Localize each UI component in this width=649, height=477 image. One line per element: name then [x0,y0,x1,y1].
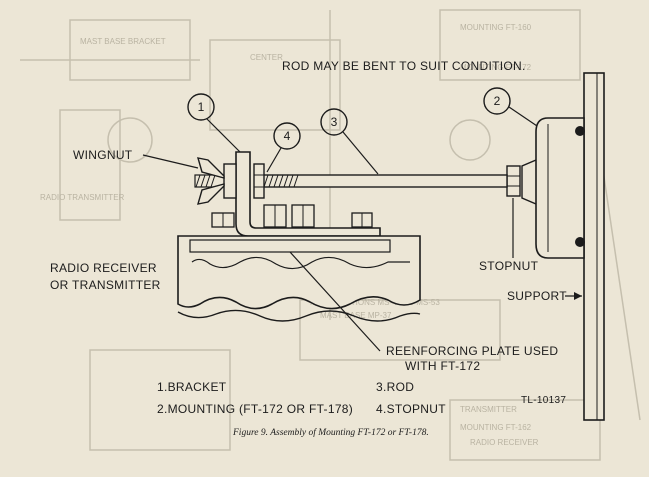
wingnut [197,157,237,205]
stopnut-label: STOPNUT [479,259,539,273]
callout-2: 2 [483,87,541,129]
stopnut-bracket [253,163,265,199]
ghost-text: MAST BASE MP-37 [320,311,392,320]
mounting-ft172 [521,117,585,259]
callout-4-number: 4 [284,129,291,143]
callout-3: 3 [320,108,379,175]
receiver-label-line2: OR TRANSMITTER [50,278,161,292]
bracket-bolts [211,204,373,228]
figure-caption: Figure 9. Assembly of Mounting FT-172 or… [232,427,429,438]
ghost-text: RADIO RECEIVER [470,438,539,447]
ghost-text: MAST SECTIONS MS-49 TO MS-53 [310,298,440,307]
rod-note: ROD MAY BE BENT TO SUIT CONDITION. [282,59,526,73]
plate-label-line2: WITH FT-172 [405,359,480,373]
ghost-text: MOUNTING FT-172 [460,63,532,72]
bracket [235,151,381,237]
legend-item-bracket: 1.BRACKET [157,380,227,394]
ghost-text: MOUNTING FT-162 [460,423,532,432]
callout-3-number: 3 [331,115,338,129]
legend-item-mounting: 2.MOUNTING (FT-172 OR FT-178) [157,402,353,416]
receiver-label-line1: RADIO RECEIVER [50,261,157,275]
support-wall [583,72,605,421]
plate-label-line1: REENFORCING PLATE USED [386,344,558,358]
ghost-text: RADIO TRANSMITTER [40,193,125,202]
stopnut-mount [506,165,521,197]
callout-2-number: 2 [494,94,501,108]
ghost-text: CENTER [250,53,283,62]
ghost-text: MOUNTING FT-160 [460,23,532,32]
callout-1: 1 [187,93,245,157]
legend-item-rod: 3.ROD [376,380,414,394]
parts-legend: 1.BRACKET 2.MOUNTING (FT-172 OR FT-178) … [157,380,446,416]
wingnut-label: WINGNUT [73,148,133,162]
ghost-text: MAST BASE BRACKET [80,37,166,46]
ghost-text: TRANSMITTER [460,405,517,414]
reference-code: TL-10137 [521,395,566,406]
callout-4: 4 [266,122,301,173]
callout-1-number: 1 [198,100,205,114]
legend-item-stopnut: 4.STOPNUT [376,402,446,416]
receiver-housing [177,235,421,322]
support-label: SUPPORT [507,289,567,303]
